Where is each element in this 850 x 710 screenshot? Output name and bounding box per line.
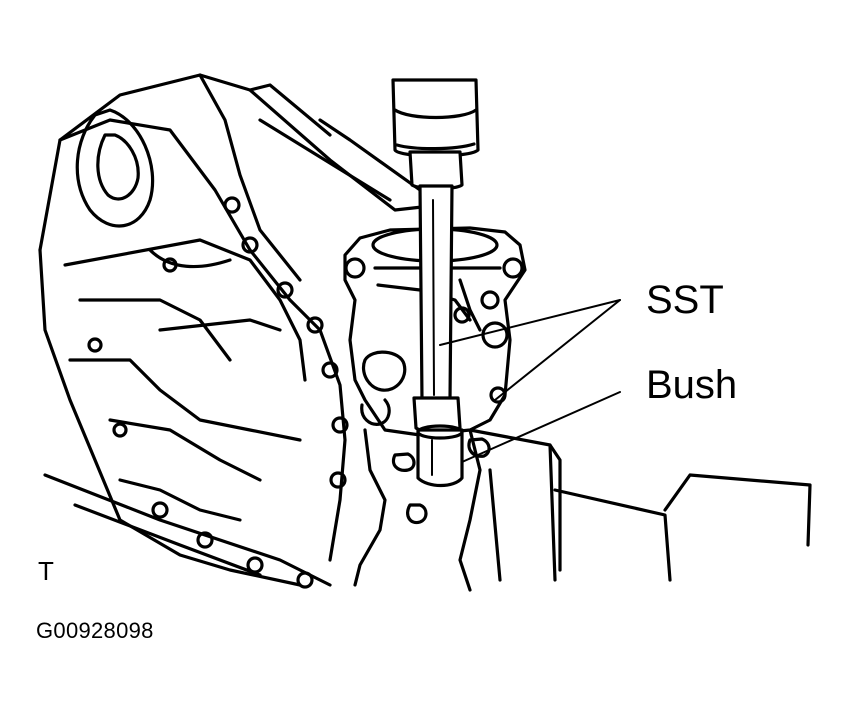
bush-part [416,428,464,488]
engine-block [38,73,442,589]
bush-leader-line [461,391,621,463]
special-service-tool [391,78,480,488]
bush-label: Bush [646,363,738,407]
work-bench [43,428,812,587]
view-mark: T [38,556,54,586]
sst-leader-lines [439,299,621,401]
sst-label: SST [646,278,724,322]
figure-code: G00928098 [36,618,154,643]
